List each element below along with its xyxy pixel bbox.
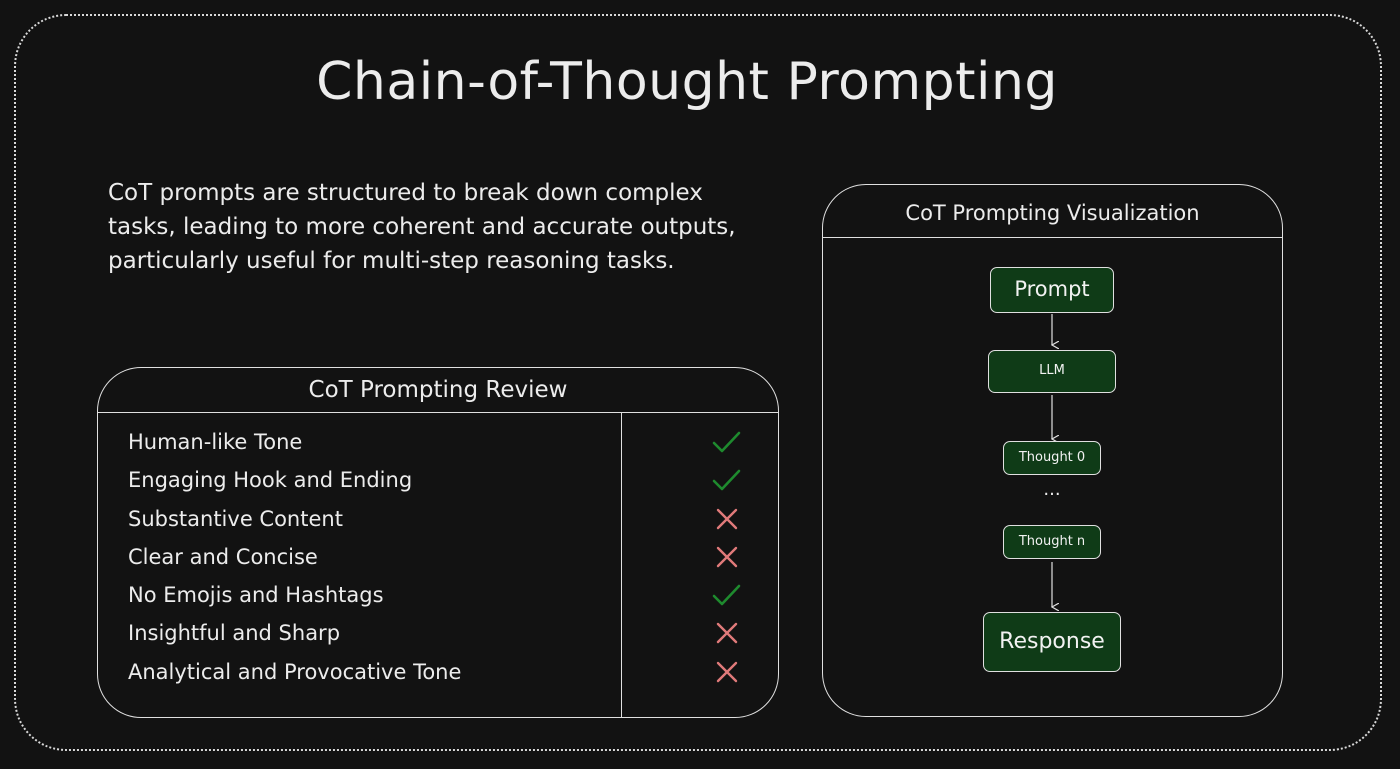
review-item-label: Clear and Concise xyxy=(128,544,318,569)
review-row: Engaging Hook and Ending xyxy=(128,463,768,501)
node-prompt: Prompt xyxy=(990,267,1114,313)
cross-icon xyxy=(716,508,738,529)
cross-icon xyxy=(716,546,738,568)
review-row: Substantive Content xyxy=(128,502,768,540)
review-row: Clear and Concise xyxy=(128,540,768,578)
review-item-label: Engaging Hook and Ending xyxy=(128,468,413,493)
node-llm: LLM xyxy=(988,350,1116,393)
review-item-label: Human-like Tone xyxy=(128,430,303,454)
review-row: Human-like Tone xyxy=(128,425,768,463)
check-icon xyxy=(712,431,741,453)
node-response: Response xyxy=(983,612,1121,672)
check-icon xyxy=(712,584,741,606)
review-row: No Emojis and Hashtags xyxy=(128,578,768,616)
visualization-title: CoT Prompting Visualization xyxy=(823,185,1282,238)
node-thought-0: Thought 0 xyxy=(1003,441,1101,475)
review-title: CoT Prompting Review xyxy=(98,368,778,413)
node-thought-n: Thought n xyxy=(1003,525,1101,559)
review-item-label: Substantive Content xyxy=(128,506,343,531)
description-text: CoT prompts are structured to break down… xyxy=(108,180,736,274)
review-item-label: Analytical and Provocative Tone xyxy=(128,659,462,684)
review-column-divider xyxy=(621,412,622,718)
visualization-panel: CoT Prompting Visualization Prompt LLM T… xyxy=(822,184,1283,717)
outer-frame xyxy=(14,14,1382,751)
check-icon xyxy=(712,469,741,491)
cross-icon xyxy=(716,623,738,644)
page-title: Chain-of-Thought Prompting xyxy=(316,52,1058,112)
review-row: Analytical and Provocative Tone xyxy=(128,655,768,693)
review-item-label: No Emojis and Hashtags xyxy=(128,583,384,608)
flow-arrows xyxy=(823,314,1284,718)
review-row: Insightful and Sharp xyxy=(128,616,768,654)
cross-icon xyxy=(716,661,738,682)
review-item-label: Insightful and Sharp xyxy=(128,621,341,646)
node-ellipsis: ... xyxy=(1043,479,1061,500)
